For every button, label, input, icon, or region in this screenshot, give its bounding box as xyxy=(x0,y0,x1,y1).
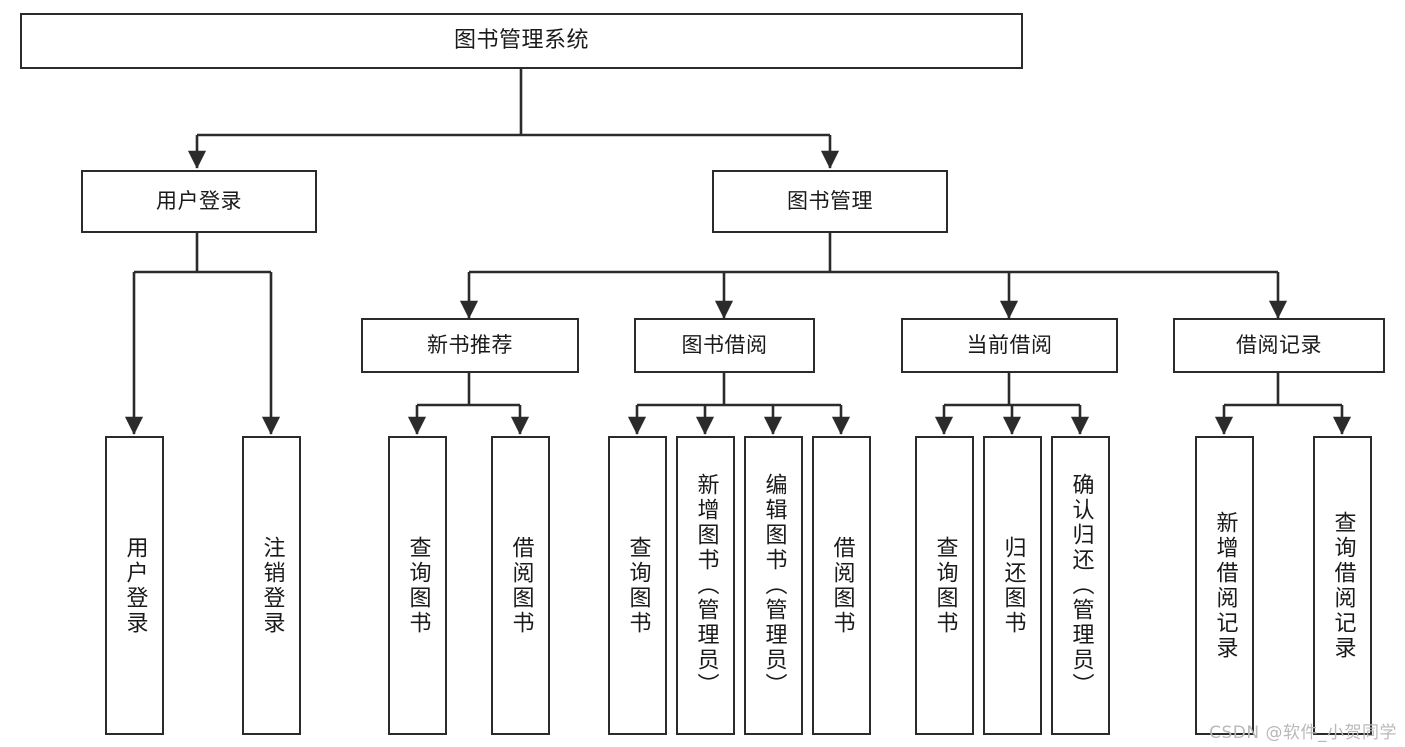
node-leaf-bb-edit[interactable]: 编辑图书（管理员） xyxy=(744,436,803,735)
node-current-borrow-label: 当前借阅 xyxy=(966,332,1053,357)
node-leaf-cb-confirm-label: 确认归还（管理员） xyxy=(1068,473,1094,698)
node-leaf-cb-query[interactable]: 查询图书 xyxy=(915,436,974,735)
watermark: CSDN @软件_小贺同学 xyxy=(1209,723,1397,743)
node-leaf-logout-label: 注销登录 xyxy=(259,535,285,636)
node-leaf-bb-borrow-label: 借阅图书 xyxy=(829,535,855,636)
node-current-borrow[interactable]: 当前借阅 xyxy=(901,318,1118,373)
node-leaf-bb-add-label: 新增图书（管理员） xyxy=(693,473,719,698)
node-leaf-cb-query-label: 查询图书 xyxy=(932,535,958,636)
node-leaf-br-add[interactable]: 新增借阅记录 xyxy=(1195,436,1254,735)
node-leaf-nbr-query-label: 查询图书 xyxy=(405,535,431,636)
node-leaf-user-login[interactable]: 用户登录 xyxy=(105,436,164,735)
node-leaf-bb-query-label: 查询图书 xyxy=(625,535,651,636)
node-leaf-user-login-label: 用户登录 xyxy=(122,535,148,636)
node-leaf-br-query[interactable]: 查询借阅记录 xyxy=(1313,436,1372,735)
node-root-label: 图书管理系统 xyxy=(453,27,589,53)
node-root[interactable]: 图书管理系统 xyxy=(20,13,1023,69)
node-leaf-nbr-query[interactable]: 查询图书 xyxy=(388,436,447,735)
node-leaf-nbr-borrow[interactable]: 借阅图书 xyxy=(491,436,550,735)
node-leaf-cb-return[interactable]: 归还图书 xyxy=(983,436,1042,735)
node-leaf-bb-query[interactable]: 查询图书 xyxy=(608,436,667,735)
node-borrow-record[interactable]: 借阅记录 xyxy=(1173,318,1385,373)
node-leaf-nbr-borrow-label: 借阅图书 xyxy=(508,535,534,636)
node-leaf-br-query-label: 查询借阅记录 xyxy=(1330,510,1356,661)
node-leaf-cb-confirm[interactable]: 确认归还（管理员） xyxy=(1051,436,1110,735)
node-user-login-label: 用户登录 xyxy=(156,188,242,213)
node-leaf-br-add-label: 新增借阅记录 xyxy=(1212,510,1238,661)
node-borrow-record-label: 借阅记录 xyxy=(1236,332,1322,357)
node-new-book-recommend[interactable]: 新书推荐 xyxy=(361,318,579,373)
node-book-borrow[interactable]: 图书借阅 xyxy=(634,318,815,373)
node-leaf-logout[interactable]: 注销登录 xyxy=(242,436,301,735)
node-leaf-bb-borrow[interactable]: 借阅图书 xyxy=(812,436,871,735)
node-book-borrow-label: 图书借阅 xyxy=(681,332,768,357)
node-leaf-bb-add[interactable]: 新增图书（管理员） xyxy=(676,436,735,735)
node-leaf-cb-return-label: 归还图书 xyxy=(1000,535,1026,636)
node-new-book-recommend-label: 新书推荐 xyxy=(427,332,513,357)
node-leaf-bb-edit-label: 编辑图书（管理员） xyxy=(761,473,787,698)
node-book-management-label: 图书管理 xyxy=(787,188,873,213)
node-user-login[interactable]: 用户登录 xyxy=(81,170,317,233)
node-book-management[interactable]: 图书管理 xyxy=(712,170,948,233)
